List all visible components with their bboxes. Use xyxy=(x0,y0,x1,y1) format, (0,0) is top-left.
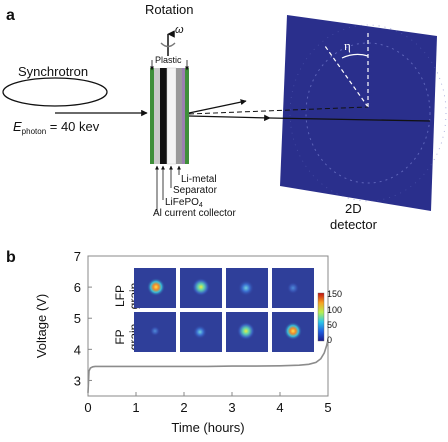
transmitted-beam xyxy=(188,114,271,122)
x-tick-label: 3 xyxy=(228,400,235,415)
eta-arc xyxy=(341,53,369,59)
separator-layer xyxy=(166,67,177,165)
y-tick-label: 7 xyxy=(74,249,81,264)
y-tick-label: 5 xyxy=(74,311,81,326)
x-tick-label: 5 xyxy=(324,400,331,415)
al-collector-layer xyxy=(154,68,160,164)
x-axis-ticks: 0 1 2 3 4 5 xyxy=(84,392,332,415)
y-tick-label: 3 xyxy=(74,373,81,388)
y-tick-label: 6 xyxy=(74,280,81,295)
grain-image xyxy=(134,312,176,352)
battery-stack: Plastic xyxy=(150,55,189,165)
purple-layer xyxy=(182,68,185,164)
rotation-label: Rotation xyxy=(145,2,193,17)
x-axis-label: Time (hours) xyxy=(171,420,244,435)
plastic-layer-left xyxy=(150,68,154,164)
colorbar xyxy=(317,292,325,342)
al-collector-label: Al current collector xyxy=(153,208,236,219)
separator-label: Separator xyxy=(173,185,218,196)
plastic-label: Plastic xyxy=(155,55,182,65)
plastic-layer-right xyxy=(185,68,189,164)
detector-label-1: 2D xyxy=(345,201,362,216)
colorbar-tick: 50 xyxy=(327,320,337,330)
panel-a-label: a xyxy=(6,7,15,24)
y-axis-ticks: 3 4 5 6 7 xyxy=(74,249,92,388)
x-tick-label: 0 xyxy=(84,400,91,415)
colorbar-tick: 0 xyxy=(327,335,332,345)
li-metal-layer xyxy=(176,68,182,164)
panel-b-label: b xyxy=(6,249,16,266)
y-axis-label: Voltage (V) xyxy=(34,294,49,358)
grain-image xyxy=(272,268,314,308)
diffracted-beam-1 xyxy=(188,99,247,114)
x-tick-label: 2 xyxy=(180,400,187,415)
detector: η xyxy=(280,15,447,211)
eta-line-angled xyxy=(324,45,369,108)
x-tick-label: 4 xyxy=(276,400,283,415)
diffracted-beam-2 xyxy=(188,106,369,115)
plot-frame xyxy=(87,255,329,397)
synchrotron-ring xyxy=(2,77,108,107)
diffraction-ring-outer xyxy=(289,24,447,202)
voltage-series xyxy=(87,339,329,393)
grain-image xyxy=(180,312,222,352)
y-tick-label: 4 xyxy=(74,342,81,357)
colorbar-tick: 100 xyxy=(327,305,342,315)
energy-label: Ephoton = 40 kev xyxy=(13,119,100,136)
detector-label-2: detector xyxy=(330,217,378,232)
grain-image xyxy=(226,268,268,308)
omega-label: ω xyxy=(175,24,184,36)
rotation-curl-icon xyxy=(160,42,176,48)
grain-image-grid: LFPgrain FPgrain xyxy=(113,268,314,352)
grain-image xyxy=(134,268,176,308)
lifepo4-label: LiFePO4 xyxy=(165,197,203,209)
panel-a: a Synchrotron Ephoton = 40 kev Rotation … xyxy=(2,2,447,232)
grain-image xyxy=(180,268,222,308)
x-tick-label: 1 xyxy=(132,400,139,415)
colorbar-tick: 150 xyxy=(327,289,342,299)
eta-label: η xyxy=(344,38,351,53)
synchrotron-label: Synchrotron xyxy=(18,64,88,79)
li-metal-label: Li-metal xyxy=(181,174,217,185)
voltage-line xyxy=(87,339,329,393)
grain-image xyxy=(272,312,314,352)
diffraction-ring xyxy=(305,42,431,184)
layer-pointers xyxy=(155,165,181,212)
transmitted-beam-ext xyxy=(269,117,431,122)
lifepo4-layer xyxy=(160,68,167,164)
detector-plate xyxy=(280,15,437,211)
grain-image xyxy=(226,312,268,352)
